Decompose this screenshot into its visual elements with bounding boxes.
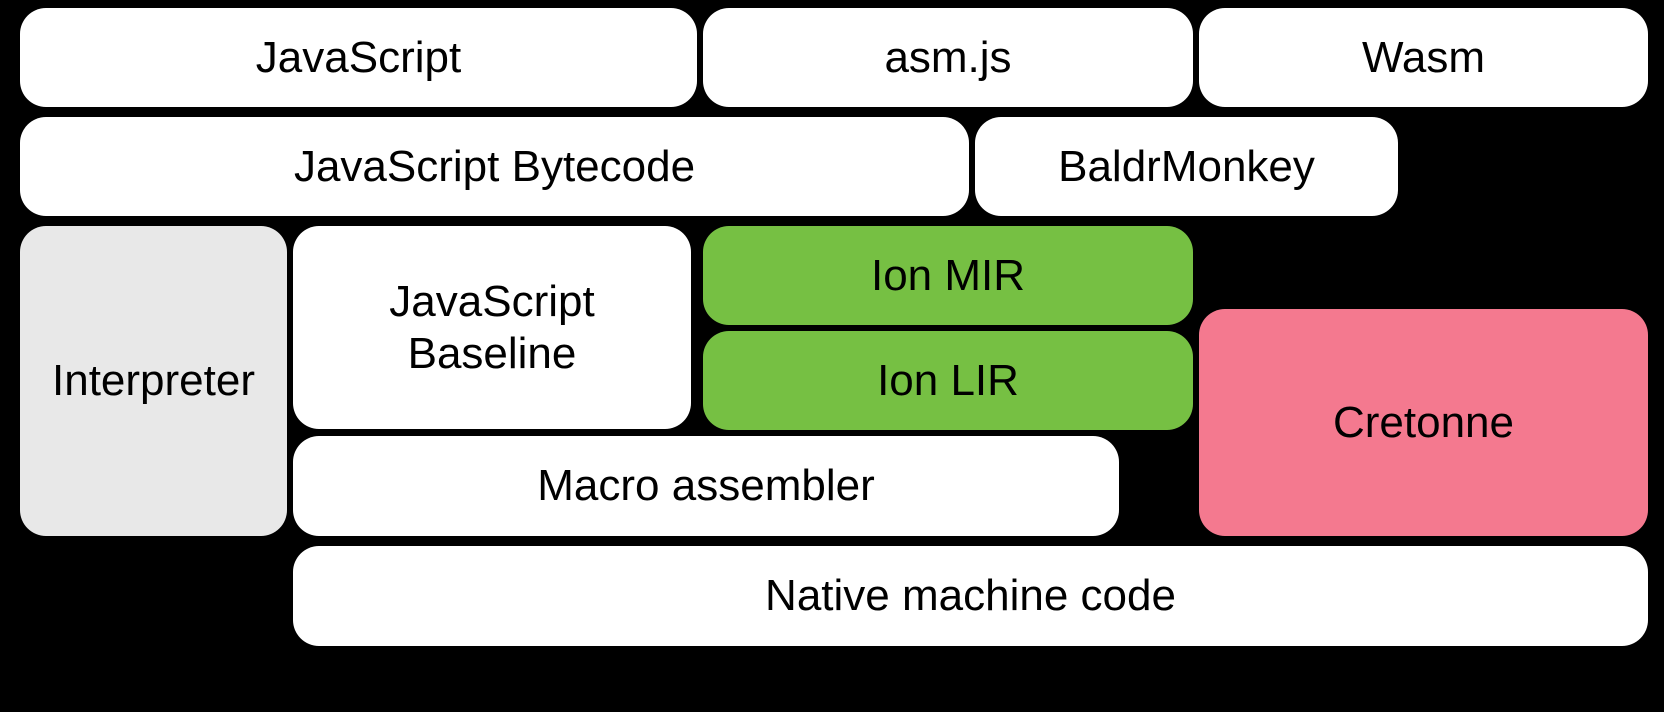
node-asmjs: asm.js — [703, 8, 1193, 107]
node-cretonne: Cretonne — [1199, 309, 1648, 536]
node-javascript-baseline: JavaScript Baseline — [293, 226, 691, 429]
node-javascript: JavaScript — [20, 8, 697, 107]
node-javascript-bytecode: JavaScript Bytecode — [20, 117, 969, 216]
node-wasm: Wasm — [1199, 8, 1648, 107]
node-interpreter: Interpreter — [20, 226, 287, 536]
node-ion-lir: Ion LIR — [703, 331, 1193, 430]
node-baldrmonkey: BaldrMonkey — [975, 117, 1398, 216]
node-native-machine-code: Native machine code — [293, 546, 1648, 646]
node-ion-mir: Ion MIR — [703, 226, 1193, 325]
node-macro-assembler: Macro assembler — [293, 436, 1119, 536]
